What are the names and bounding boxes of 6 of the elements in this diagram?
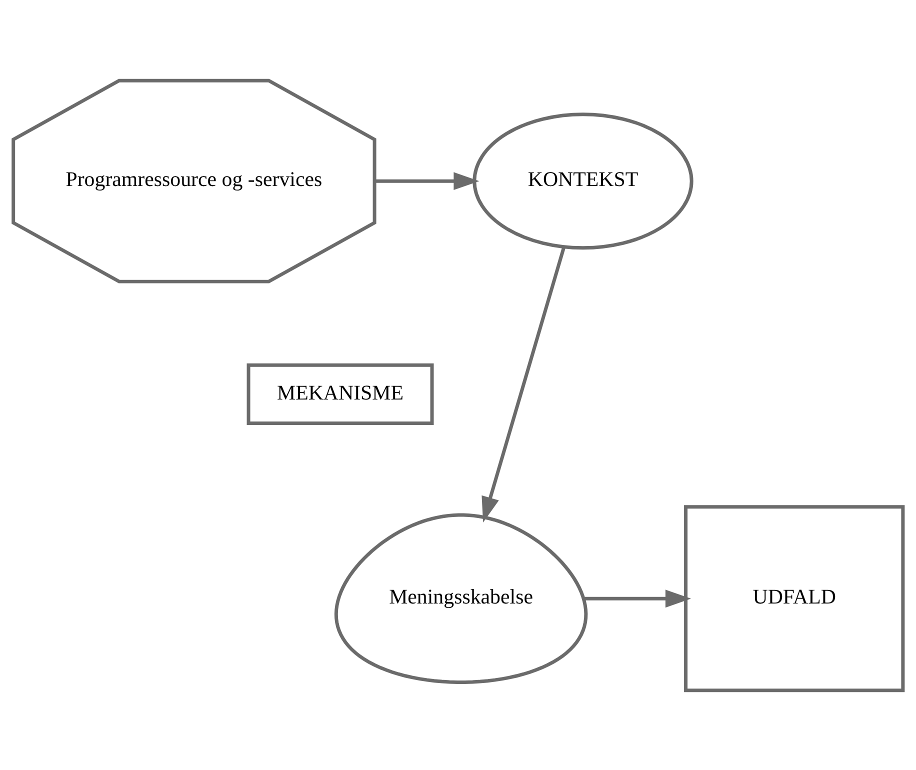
- node-box: MEKANISME: [246, 362, 434, 424]
- arrow: [482, 246, 566, 522]
- node-box: UDFALD: [684, 504, 905, 692]
- arrow: [584, 589, 692, 608]
- node-ellipse: KONTEKST: [472, 112, 694, 250]
- arrow: [374, 172, 480, 190]
